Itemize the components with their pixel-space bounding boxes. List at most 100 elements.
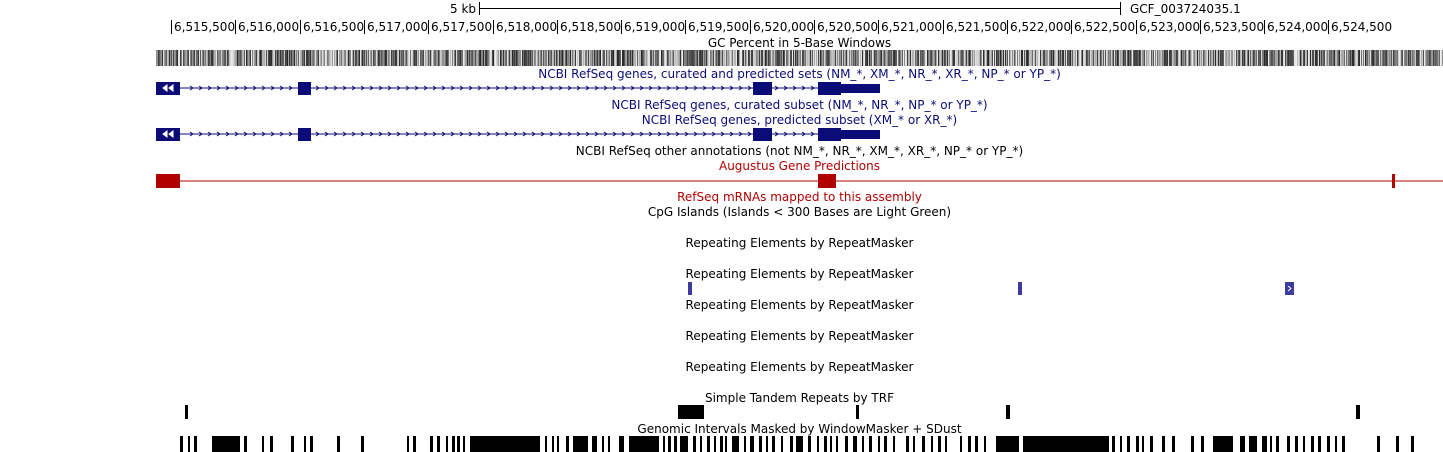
augustus-label[interactable]: Augustus Gene Predictions [718,159,880,173]
gc-percent-bar [1202,50,1203,66]
refseq-mrna-label[interactable]: RefSeq mRNAs mapped to this assembly [677,190,922,204]
gc-percent-bar [505,50,506,66]
gc-percent-bar [1046,50,1047,66]
gc-percent-bar [328,50,329,66]
cpg-islands-label[interactable]: CpG Islands (Islands < 300 Bases are Lig… [647,205,952,219]
repeatmasker-label-3[interactable]: Repeating Elements by RepeatMasker [685,298,914,312]
gc-percent-bar [331,50,332,66]
gc-percent-bar [1263,50,1264,66]
gc-percent-bar [1324,50,1325,66]
gc-percent-bar [950,50,951,66]
repeatmasker-label-2[interactable]: Repeating Elements by RepeatMasker [685,267,914,281]
windowmasker-label[interactable]: Genomic Intervals Masked by WindowMasker… [637,422,962,436]
gc-percent-bar [261,50,262,66]
refseq-other-label[interactable]: NCBI RefSeq other annotations (not NM_*,… [575,144,1024,158]
gc-percent-bar [357,50,358,66]
gc-percent-bar [475,50,476,66]
gc-percent-bar [1205,50,1206,66]
gc-percent-bar [778,50,779,66]
refseq-predicted-strand-arrow [639,131,644,137]
refseq-all-strand-arrow [513,85,518,91]
gc-percent-bar [1103,50,1104,66]
gc-percent-bar [786,50,787,66]
gc-percent-bar [437,50,438,66]
refseq-predicted-strand-arrow [351,131,356,137]
gc-percent-bar [1414,50,1415,66]
gc-percent-bar [485,50,486,66]
gc-percent-bar [411,50,412,66]
gc-percent-bar [1082,50,1083,66]
refseq-predicted-strand-arrow [810,131,815,137]
gc-percent-bar [1290,50,1291,66]
refseq-predicted-label[interactable]: NCBI RefSeq genes, predicted subset (XM_… [641,113,958,127]
gc-percent-bar [755,50,756,66]
gc-percent-bar [1314,50,1315,66]
gc-percent-bar [937,50,938,66]
refseq-curated-label[interactable]: NCBI RefSeq genes, curated subset (NM_*,… [611,98,988,112]
gc-percent-bar [978,50,979,66]
refseq-all-label[interactable]: NCBI RefSeq genes, curated and predicted… [538,67,1061,81]
gc-percent-bar [756,50,757,66]
gc-percent-bar [925,50,926,66]
gc-percent-bar [1020,50,1021,66]
gc-percent-bar [845,50,846,66]
gc-percent-bar [557,50,558,66]
gc-percent-bar [944,50,945,66]
gc-percent-bar [820,50,821,66]
windowmasker-element [629,436,659,452]
gc-percent-bar [980,50,981,66]
gc-percent-bar [589,50,590,66]
ruler-tick [1328,20,1329,34]
trf-label[interactable]: Simple Tandem Repeats by TRF [704,391,894,405]
gc-percent-bar [736,50,737,66]
ruler-tick [300,20,301,34]
gc-percent-bar [1305,50,1306,66]
gc-percent-bar [1199,50,1200,66]
gc-percent-bar [1130,50,1131,66]
gc-percent-bar [618,50,619,66]
gc-percent-bar [1284,50,1285,66]
gc-percent-bar [1010,50,1011,66]
gc-percent-bar [1401,50,1402,66]
windowmasker-element [1112,436,1115,452]
gc-percent-bar [1040,50,1041,66]
trf-element [185,405,188,419]
gc-percent-bar [438,50,439,66]
gc-percent-bar [172,50,173,66]
gc-percent-bar [1178,50,1179,66]
gc-percent-bar [633,50,634,66]
gc-percent-bar [542,50,543,66]
gc-percent-bar [283,50,284,66]
refseq-all-strand-arrow [657,85,662,91]
gc-percent-bar [492,50,493,66]
windowmasker-element [830,436,832,452]
windowmasker-element [893,436,895,452]
gc-percent-bar [1141,50,1142,66]
gc-percent-bar [327,50,328,66]
gc-percent-bar [329,50,330,66]
ruler-tick [685,20,686,34]
repeatmasker-label-1[interactable]: Repeating Elements by RepeatMasker [685,236,914,250]
gc-percent-bar [222,50,223,66]
gc-percent-bar [681,50,682,66]
gc-percent-bar [912,50,913,66]
gc-percent-label[interactable]: GC Percent in 5-Base Windows [707,36,892,50]
repeatmasker-label-4[interactable]: Repeating Elements by RepeatMasker [685,329,914,343]
gc-percent-bar [988,50,989,66]
gc-percent-bar [887,50,888,66]
gc-percent-bar [1145,50,1146,66]
gc-percent-bar [762,50,763,66]
gc-percent-bar [385,50,386,66]
gc-percent-bar [683,50,684,66]
gc-percent-bar [584,50,585,66]
windowmasker-element [1249,436,1257,452]
repeatmasker-label-5[interactable]: Repeating Elements by RepeatMasker [685,360,914,374]
gc-percent-bar [664,50,665,66]
gc-percent-bar [249,50,250,66]
gc-percent-bar [897,50,898,66]
gc-percent-bar [871,50,872,66]
gc-percent-bar [280,50,281,66]
gc-percent-bar [711,50,712,66]
gc-percent-bar [1273,50,1274,66]
gc-percent-bar [593,50,594,66]
